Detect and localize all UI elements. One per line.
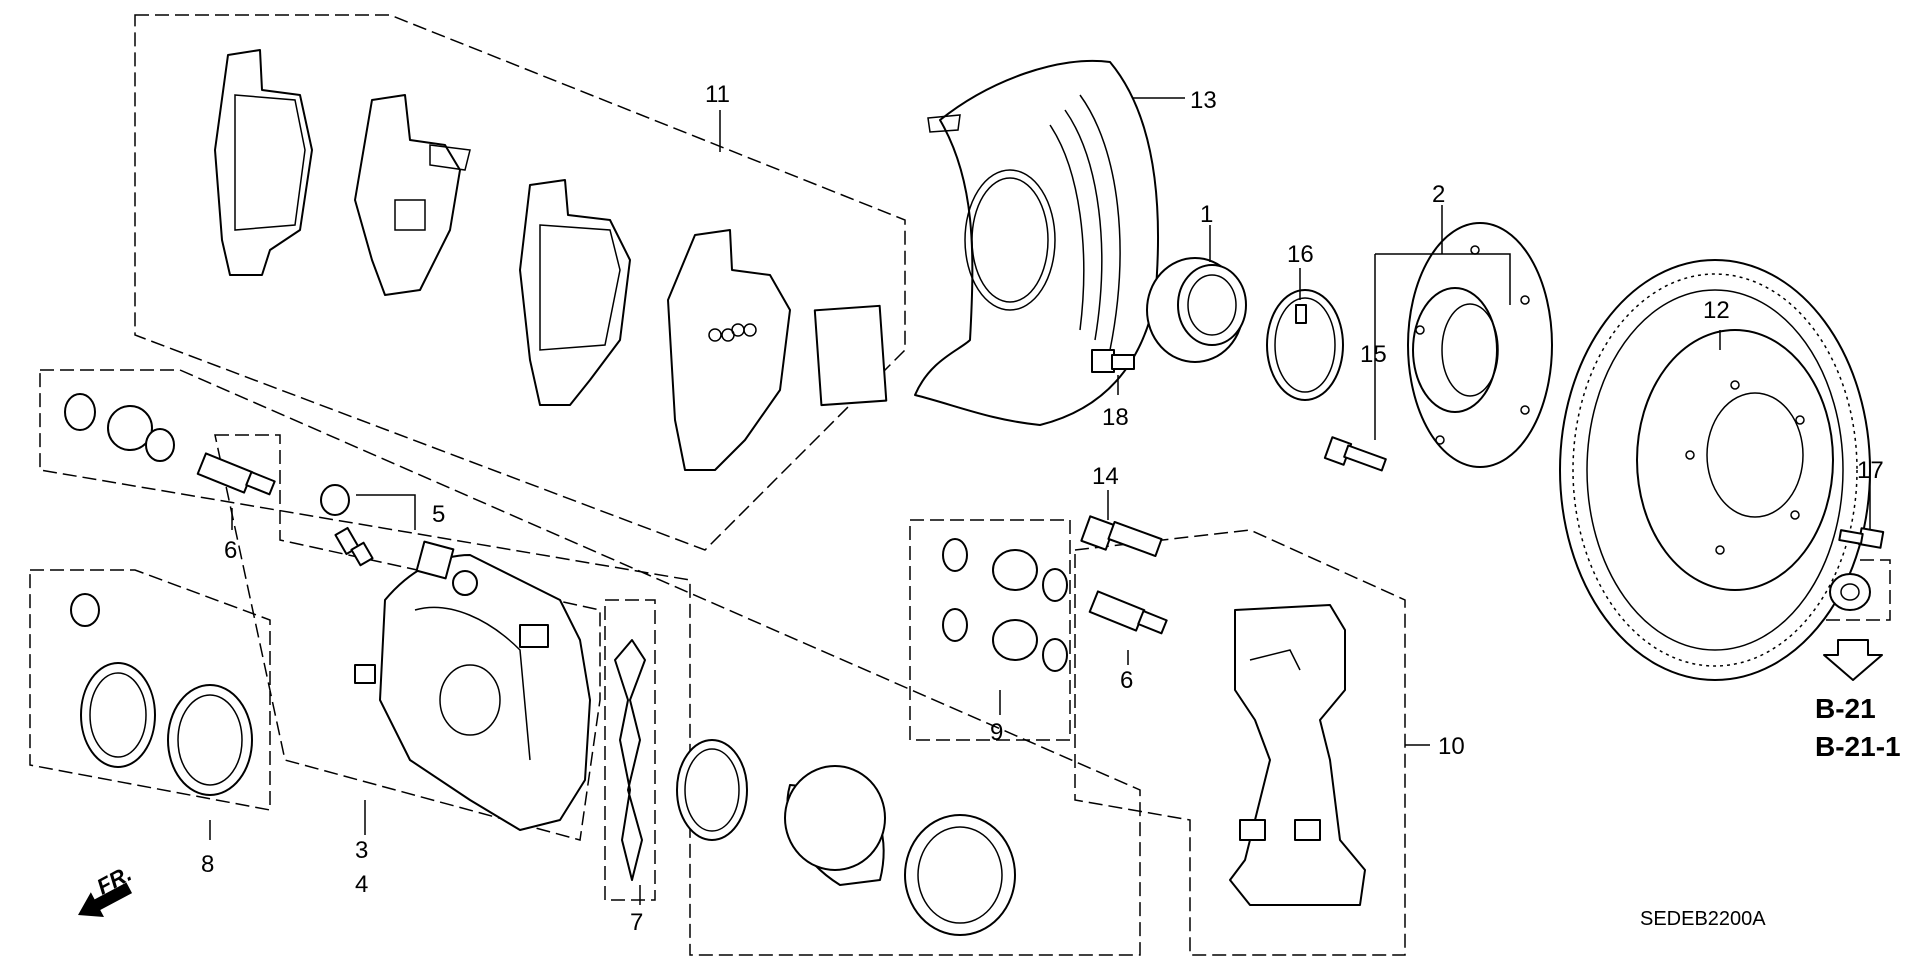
snap-ring (1266, 289, 1344, 401)
callout-9: 9 (990, 719, 1003, 746)
group-3-4-caliper-outline (214, 434, 601, 841)
splash-shield (914, 59, 1159, 426)
callout-10: 10 (1438, 733, 1465, 760)
pin-boots-kit-9 (942, 538, 1068, 672)
piston-seals (676, 739, 1016, 936)
callout-8: 8 (201, 851, 214, 878)
reference-label-b21-1: B-21-1 (1815, 731, 1901, 762)
brake-pad-shim-inner (667, 229, 791, 471)
caliper-bracket (1229, 604, 1366, 906)
group-8-seal-kit-outline (29, 569, 271, 811)
callout-11: 11 (705, 81, 730, 108)
group-10-bracket-outline (1074, 529, 1406, 956)
callout-4: 4 (355, 871, 368, 898)
group-7-spring-outline (604, 599, 656, 901)
guide-pin-left (196, 452, 276, 496)
callout-1: 1 (1200, 201, 1213, 228)
front-direction-arrow-icon (78, 882, 133, 918)
callout-18: 18 (1102, 404, 1129, 431)
bolt-15 (1323, 436, 1387, 472)
callout-15: 15 (1360, 341, 1387, 368)
bolt-17 (1838, 527, 1885, 549)
pin-boots-left (64, 393, 175, 462)
callout-3: 3 (355, 837, 368, 864)
hub-bearing (1146, 257, 1247, 363)
callout-17: 17 (1857, 457, 1884, 484)
callout-5: 5 (432, 501, 445, 528)
callout-6-left: 6 (224, 537, 237, 564)
callout-7: 7 (630, 909, 643, 936)
callout-14: 14 (1092, 463, 1119, 490)
bolt-18 (1091, 349, 1135, 373)
leader-lines (209, 97, 1871, 905)
bleeder-screw (334, 526, 374, 567)
bleeder-cap (320, 484, 350, 516)
brake-disc (1559, 259, 1871, 681)
brake-pad-shim-outer (354, 94, 471, 296)
reference-label-b21: B-21 (1815, 693, 1876, 724)
reference-arrow-icon (1823, 639, 1883, 681)
callout-6-right: 6 (1120, 667, 1133, 694)
group-11-pad-set-outline (134, 14, 906, 551)
brake-pad-outer (214, 49, 313, 276)
callout-2: 2 (1432, 181, 1445, 208)
pad-retaining-spring (614, 639, 646, 881)
wheel-hub (1407, 222, 1553, 468)
bolt-14 (1080, 515, 1163, 558)
diagram-code: SEDEB2200A (1640, 908, 1766, 930)
callout-16: 16 (1287, 241, 1314, 268)
nut-17 (1829, 573, 1871, 611)
group-caliper-kit-outline (39, 369, 1141, 956)
brake-pad-inner (519, 179, 631, 406)
callout-12: 12 (1703, 297, 1730, 324)
seal-kit (70, 593, 253, 796)
group-9-boot-kit-outline (909, 519, 1071, 741)
pad-insulator-plate (813, 304, 888, 407)
caliper-body (354, 540, 591, 831)
guide-pin-right (1088, 590, 1168, 635)
callout-13: 13 (1190, 87, 1217, 114)
